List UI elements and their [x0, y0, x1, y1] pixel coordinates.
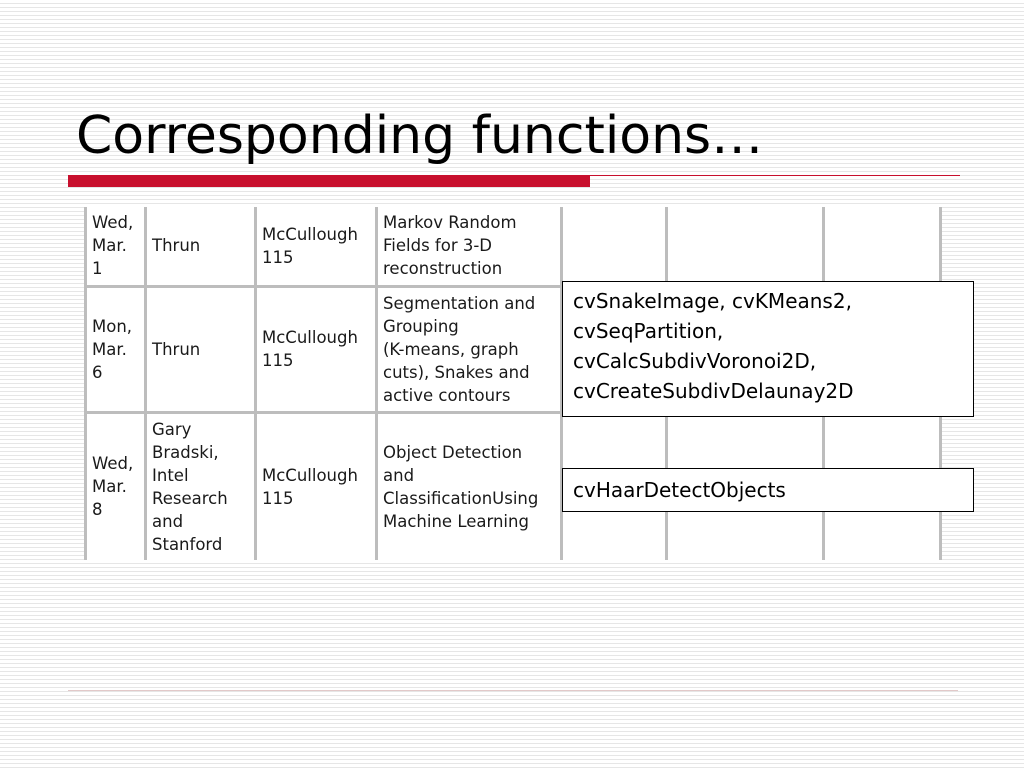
cell-topic: Object Detection and ClassificationUsing… — [378, 413, 563, 560]
table-row: Wed, Mar. 1 Thrun McCullough 115 Markov … — [87, 207, 939, 288]
callout-line: cvSeqPartition, — [573, 319, 724, 343]
callout-line: cvSnakeImage, cvKMeans2, — [573, 289, 852, 313]
slide-title: Corresponding functions… — [76, 106, 764, 166]
footer-rule — [68, 690, 958, 691]
callout-line: cvHaarDetectObjects — [573, 478, 786, 502]
cell-date: Mon, Mar. 6 — [87, 287, 147, 414]
cell-location: McCullough 115 — [257, 287, 378, 414]
detection-functions-callout: cvHaarDetectObjects — [562, 468, 974, 512]
cell-topic: Segmentation and Grouping (K-means, grap… — [378, 287, 563, 414]
cell-date: Wed, Mar. 1 — [87, 207, 147, 288]
cell-empty — [668, 207, 825, 288]
cell-speaker: Gary Bradski, Intel Research and Stanfor… — [147, 413, 257, 560]
table-row: Wed, Mar. 8 Gary Bradski, Intel Research… — [87, 413, 939, 560]
title-underline-thin — [590, 175, 960, 176]
cell-location: McCullough 115 — [257, 207, 378, 288]
callout-line: cvCreateSubdivDelaunay2D — [573, 379, 854, 403]
cell-empty — [563, 207, 668, 288]
segmentation-functions-callout: cvSnakeImage, cvKMeans2, cvSeqPartition,… — [562, 281, 974, 417]
callout-line: cvCalcSubdivVoronoi2D, — [573, 349, 817, 373]
cell-speaker: Thrun — [147, 207, 257, 288]
cell-speaker: Thrun — [147, 287, 257, 414]
title-underline-bar — [68, 175, 590, 187]
cell-date: Wed, Mar. 8 — [87, 413, 147, 560]
cell-empty — [825, 207, 939, 288]
cell-location: McCullough 115 — [257, 413, 378, 560]
cell-topic: Markov Random Fields for 3-D reconstruct… — [378, 207, 563, 288]
